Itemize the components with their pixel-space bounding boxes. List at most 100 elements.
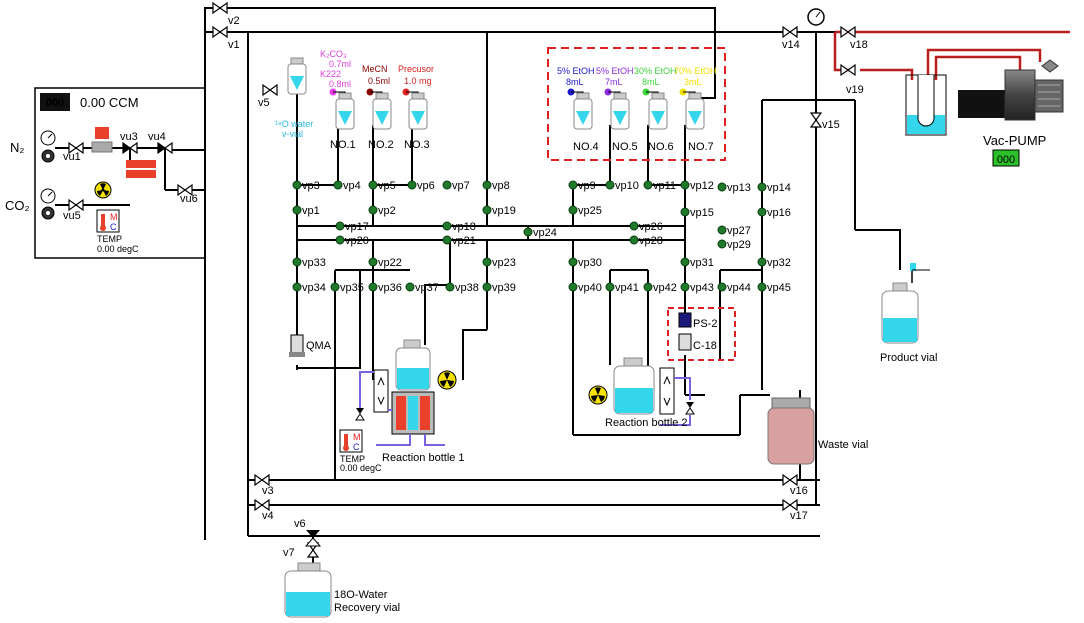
vp23-label: vp23: [492, 257, 516, 269]
vp10-valve[interactable]: vp10: [605, 180, 639, 192]
no5-name: NO.5: [612, 141, 638, 153]
vp40-valve[interactable]: vp40: [568, 282, 602, 294]
waste-label: Waste vial: [818, 439, 868, 451]
v7-label: v7: [283, 547, 295, 559]
no7-vial: [679, 88, 705, 130]
vp20-valve[interactable]: vp20: [335, 235, 369, 247]
vp9-valve[interactable]: vp9: [568, 180, 596, 192]
v6-label: v6: [294, 518, 306, 530]
v5-label: v5: [258, 97, 270, 109]
vp32-valve[interactable]: vp32: [757, 257, 791, 269]
vp7-label: vp7: [452, 180, 470, 192]
vp31-valve[interactable]: vp31: [680, 257, 714, 269]
n2-label: N₂: [10, 140, 24, 155]
radiation-icon-3: [588, 385, 608, 405]
vp30-valve[interactable]: vp30: [568, 257, 602, 269]
vp43-valve[interactable]: vp43: [680, 282, 714, 294]
vp36-valve[interactable]: vp36: [368, 282, 402, 294]
vu5-valve[interactable]: [68, 198, 84, 212]
vp24-valve[interactable]: vp24: [523, 227, 557, 239]
vp18-valve[interactable]: vp18: [442, 221, 476, 233]
no2-line1: MeCN: [362, 64, 388, 74]
vp30-label: vp30: [578, 257, 602, 269]
vp19-label: vp19: [492, 205, 516, 217]
vp8-valve[interactable]: vp8: [482, 180, 510, 192]
water-vial-name: ¹⁸O water: [275, 119, 313, 129]
vp16-valve[interactable]: vp16: [757, 207, 791, 219]
v15-valve[interactable]: [809, 112, 823, 128]
vp44-valve[interactable]: vp44: [717, 282, 751, 294]
vp23-valve[interactable]: vp23: [482, 257, 516, 269]
vp2-valve[interactable]: vp2: [368, 205, 396, 217]
vp35-valve[interactable]: vp35: [330, 282, 364, 294]
vp17-valve[interactable]: vp17: [335, 221, 369, 233]
v14-valve[interactable]: [782, 25, 798, 39]
v2-valve[interactable]: [212, 1, 228, 15]
v6-valve[interactable]: [304, 530, 322, 547]
vu1-label: vu1: [63, 151, 81, 163]
vp25-valve[interactable]: vp25: [568, 205, 602, 217]
vp13-valve[interactable]: vp13: [717, 182, 751, 194]
v1-valve[interactable]: [212, 25, 228, 39]
no3-name: NO.3: [404, 139, 430, 151]
v18-valve[interactable]: [840, 25, 856, 39]
vac-pump-icon: [958, 59, 1064, 121]
vp44-label: vp44: [727, 282, 751, 294]
vp39-valve[interactable]: vp39: [482, 282, 516, 294]
vp43-label: vp43: [690, 282, 714, 294]
qma-label: QMA: [306, 340, 332, 352]
recovery-label-1: 18O-Water: [334, 589, 388, 601]
v16-valve[interactable]: [782, 473, 798, 487]
vp11-valve[interactable]: vp11: [643, 180, 676, 192]
vp22-valve[interactable]: vp22: [368, 257, 402, 269]
vp1-label: vp1: [302, 205, 320, 217]
product-label: Product vial: [880, 352, 937, 364]
v19-valve[interactable]: [840, 63, 856, 77]
vp34-valve[interactable]: vp34: [292, 282, 326, 294]
vp38-label: vp38: [455, 282, 479, 294]
vp6-valve[interactable]: vp6: [407, 180, 435, 192]
vp8-label: vp8: [492, 180, 510, 192]
vp7-valve[interactable]: vp7: [442, 180, 470, 192]
vp26-valve[interactable]: vp26: [629, 221, 663, 233]
vp29-valve[interactable]: vp29: [717, 239, 751, 251]
vp1-valve[interactable]: vp1: [292, 205, 320, 217]
vp21-valve[interactable]: vp21: [442, 235, 476, 247]
reaction1-m: M: [353, 432, 361, 442]
vp45-valve[interactable]: vp45: [757, 282, 791, 294]
vp3-valve[interactable]: vp3: [292, 180, 320, 192]
vp42-valve[interactable]: vp42: [643, 282, 677, 294]
vp37-valve[interactable]: vp37: [405, 282, 439, 294]
v4-valve[interactable]: [254, 498, 270, 512]
no1-line4: 0.8ml: [329, 79, 351, 89]
vp28-valve[interactable]: vp28: [629, 235, 663, 247]
vp25-label: vp25: [578, 205, 602, 217]
vp12-valve[interactable]: vp12: [680, 180, 714, 192]
v3-valve[interactable]: [254, 473, 270, 487]
vp3-label: vp3: [302, 180, 320, 192]
vp4-valve[interactable]: vp4: [333, 180, 361, 192]
recovery-vial: 18O-Water Recovery vial: [284, 562, 400, 618]
reaction-bottle-1: Reaction bottle 1 M C TEMP 0.00 degC: [339, 339, 465, 473]
no1-line3: K222: [320, 69, 341, 79]
vp40-label: vp40: [578, 282, 602, 294]
vp15-label: vp15: [690, 207, 714, 219]
line-valves: [68, 1, 856, 558]
no3-line1: Precusor: [398, 64, 434, 74]
vu6-valve[interactable]: [177, 183, 193, 197]
vp27-valve[interactable]: vp27: [717, 225, 751, 237]
vu1-valve[interactable]: [68, 141, 84, 155]
vp38-valve[interactable]: vp38: [445, 282, 479, 294]
vp15-valve[interactable]: vp15: [680, 207, 714, 219]
vp14-valve[interactable]: vp14: [757, 182, 791, 194]
vacuum-line: [833, 30, 1070, 80]
vp41-valve[interactable]: vp41: [605, 282, 639, 294]
no1-name: NO.1: [330, 139, 356, 151]
vp33-valve[interactable]: vp33: [292, 257, 326, 269]
vp5-valve[interactable]: vp5: [368, 180, 396, 192]
co2-regulator-icon: [40, 188, 56, 220]
vp19-valve[interactable]: vp19: [482, 205, 516, 217]
v5-valve[interactable]: [262, 83, 278, 97]
v17-valve[interactable]: [782, 498, 798, 512]
